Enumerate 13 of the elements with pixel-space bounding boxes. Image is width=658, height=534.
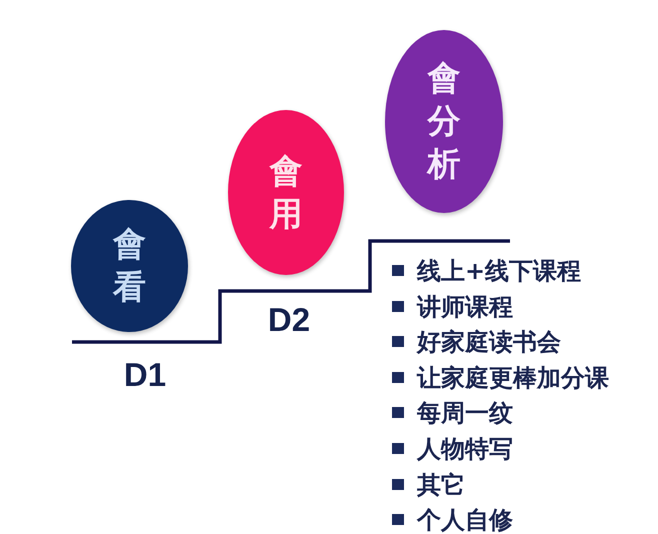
level-title: 會分析 (426, 57, 462, 185)
list-item-text: 让家庭更棒加分课 (417, 365, 609, 392)
step-label: D1 (124, 358, 166, 391)
list-item-text: 好家庭读书会 (417, 329, 561, 356)
list-item-text: 个人自修 (417, 507, 513, 534)
list-item-text: 讲师课程 (417, 294, 513, 320)
list-item-text: 每周一纹 (417, 400, 513, 426)
level-title: 會用 (268, 150, 304, 234)
list-item-text: 人物特写 (417, 436, 513, 462)
list-item-text: 线上+线下课程 (417, 258, 582, 284)
step-label: D2 (268, 303, 310, 336)
list-item-text: 其它 (417, 472, 465, 498)
level-title: 會看 (112, 223, 147, 308)
